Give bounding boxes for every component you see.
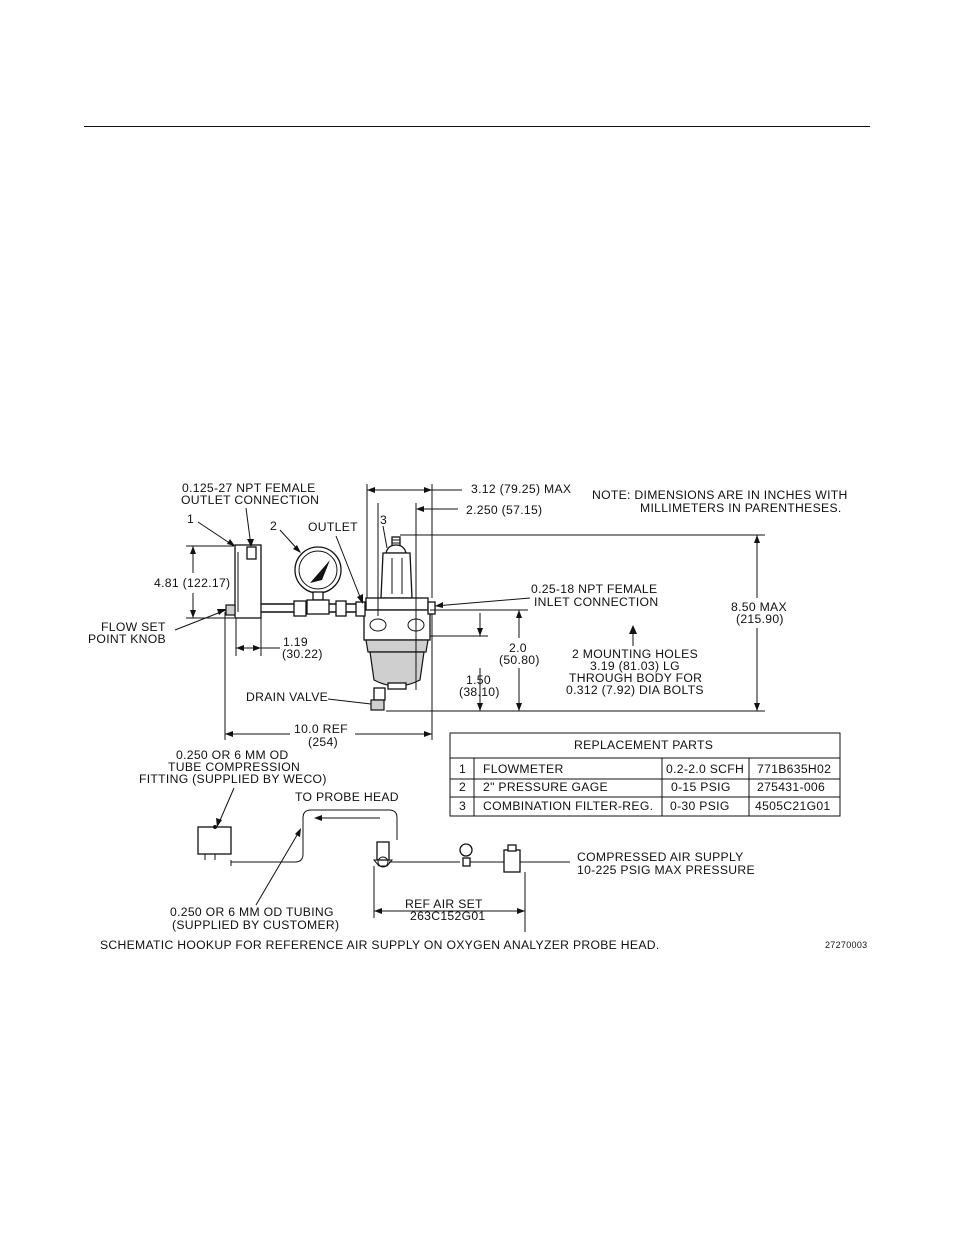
dim-850-mm: (215.90) bbox=[736, 612, 784, 626]
flow-set-label-1: FLOW SET bbox=[101, 620, 166, 634]
dim-20-mm: (50.80) bbox=[499, 653, 540, 667]
ref-air-label-2: 263C152G01 bbox=[410, 909, 486, 923]
tubing-label-2: (SUPPLIED BY CUSTOMER) bbox=[172, 918, 339, 932]
air-supply-label-2: 10-225 PSIG MAX PRESSURE bbox=[577, 863, 755, 877]
table-cell: FLOWMETER bbox=[483, 762, 564, 776]
dim-312-label: 3.12 (79.25) MAX bbox=[471, 482, 571, 496]
drain-valve-label: DRAIN VALVE bbox=[246, 690, 328, 704]
table-cell: COMBINATION FILTER-REG. bbox=[483, 799, 653, 813]
table-cell: 3 bbox=[459, 799, 466, 813]
dim-2250-label: 2.250 (57.15) bbox=[466, 503, 542, 517]
schematic-hookup bbox=[197, 787, 570, 932]
table-cell: 0-30 PSIG bbox=[670, 799, 730, 813]
table-cell: 2" PRESSURE GAGE bbox=[483, 780, 608, 794]
fitting-label-3: FITTING (SUPPLIED BY WECO) bbox=[139, 772, 327, 786]
filter-regulator bbox=[355, 536, 436, 711]
table-cell: 275431-006 bbox=[757, 780, 825, 794]
mount-label-4: 0.312 (7.92) DIA BOLTS bbox=[566, 683, 704, 697]
caption: SCHEMATIC HOOKUP FOR REFERENCE AIR SUPPL… bbox=[100, 938, 660, 952]
ref-air-label-1: REF AIR SET bbox=[405, 897, 483, 911]
table-cell: 2 bbox=[459, 780, 466, 794]
dimension-lines bbox=[174, 484, 765, 740]
table-cell: 4505C21G01 bbox=[755, 799, 831, 813]
tubing-label-1: 0.250 OR 6 MM OD TUBING bbox=[170, 905, 334, 919]
dim-20-in: 2.0 bbox=[509, 641, 527, 655]
dim-150-in: 1.50 bbox=[466, 673, 491, 687]
drawing-number: 27270003 bbox=[825, 940, 867, 950]
dim-10-in: 10.0 REF bbox=[294, 722, 348, 736]
height-481-label: 4.81 (122.17) bbox=[154, 576, 230, 590]
mount-label-2: 3.19 (81.03) LG bbox=[590, 659, 680, 673]
flowmeter bbox=[225, 544, 262, 619]
table-cell: 771B635H02 bbox=[757, 762, 831, 776]
flow-set-label-2: POINT KNOB bbox=[88, 632, 166, 646]
note-line-2: MILLIMETERS IN PARENTHESES. bbox=[640, 501, 842, 515]
dim-119-mm: (30.22) bbox=[282, 647, 323, 661]
dim-10-mm: (254) bbox=[308, 735, 338, 749]
replacement-parts-table: REPLACEMENT PARTS 1 FLOWMETER 0.2-2.0 SC… bbox=[449, 732, 841, 817]
note-line-1: NOTE: DIMENSIONS ARE IN INCHES WITH bbox=[592, 488, 848, 502]
item-1-callout: 1 bbox=[187, 512, 194, 526]
header-rule bbox=[84, 126, 870, 127]
outlet-label: OUTLET bbox=[308, 520, 358, 534]
labels: 0.125-27 NPT FEMALE OUTLET CONNECTION 1 … bbox=[88, 481, 867, 952]
table-cell: 0.2-2.0 SCFH bbox=[666, 762, 744, 776]
air-supply-label-1: COMPRESSED AIR SUPPLY bbox=[577, 850, 744, 864]
mount-label-1: 2 MOUNTING HOLES bbox=[572, 647, 698, 661]
dim-119-in: 1.19 bbox=[283, 635, 308, 649]
mount-label-3: THROUGH BODY FOR bbox=[569, 671, 702, 685]
table-cell: 0-15 PSIG bbox=[671, 780, 731, 794]
inlet-conn-label-2: INLET CONNECTION bbox=[534, 595, 658, 609]
outlet-conn-label-1: 0.125-27 NPT FEMALE bbox=[182, 481, 316, 495]
probe-head-label: TO PROBE HEAD bbox=[295, 790, 399, 804]
inlet-conn-label-1: 0.25-18 NPT FEMALE bbox=[531, 582, 657, 596]
fitting-label-1: 0.250 OR 6 MM OD bbox=[176, 748, 289, 762]
table-cell: 1 bbox=[459, 762, 466, 776]
fitting-label-2: TUBE COMPRESSION bbox=[168, 760, 300, 774]
item-2-callout: 2 bbox=[270, 519, 277, 533]
dim-850-in: 8.50 MAX bbox=[731, 600, 787, 614]
table-title: REPLACEMENT PARTS bbox=[574, 738, 713, 752]
outlet-conn-label-2: OUTLET CONNECTION bbox=[181, 493, 319, 507]
dim-150-mm: (38.10) bbox=[459, 685, 500, 699]
pressure-gage bbox=[294, 546, 342, 615]
item-3-callout: 3 bbox=[380, 513, 387, 527]
